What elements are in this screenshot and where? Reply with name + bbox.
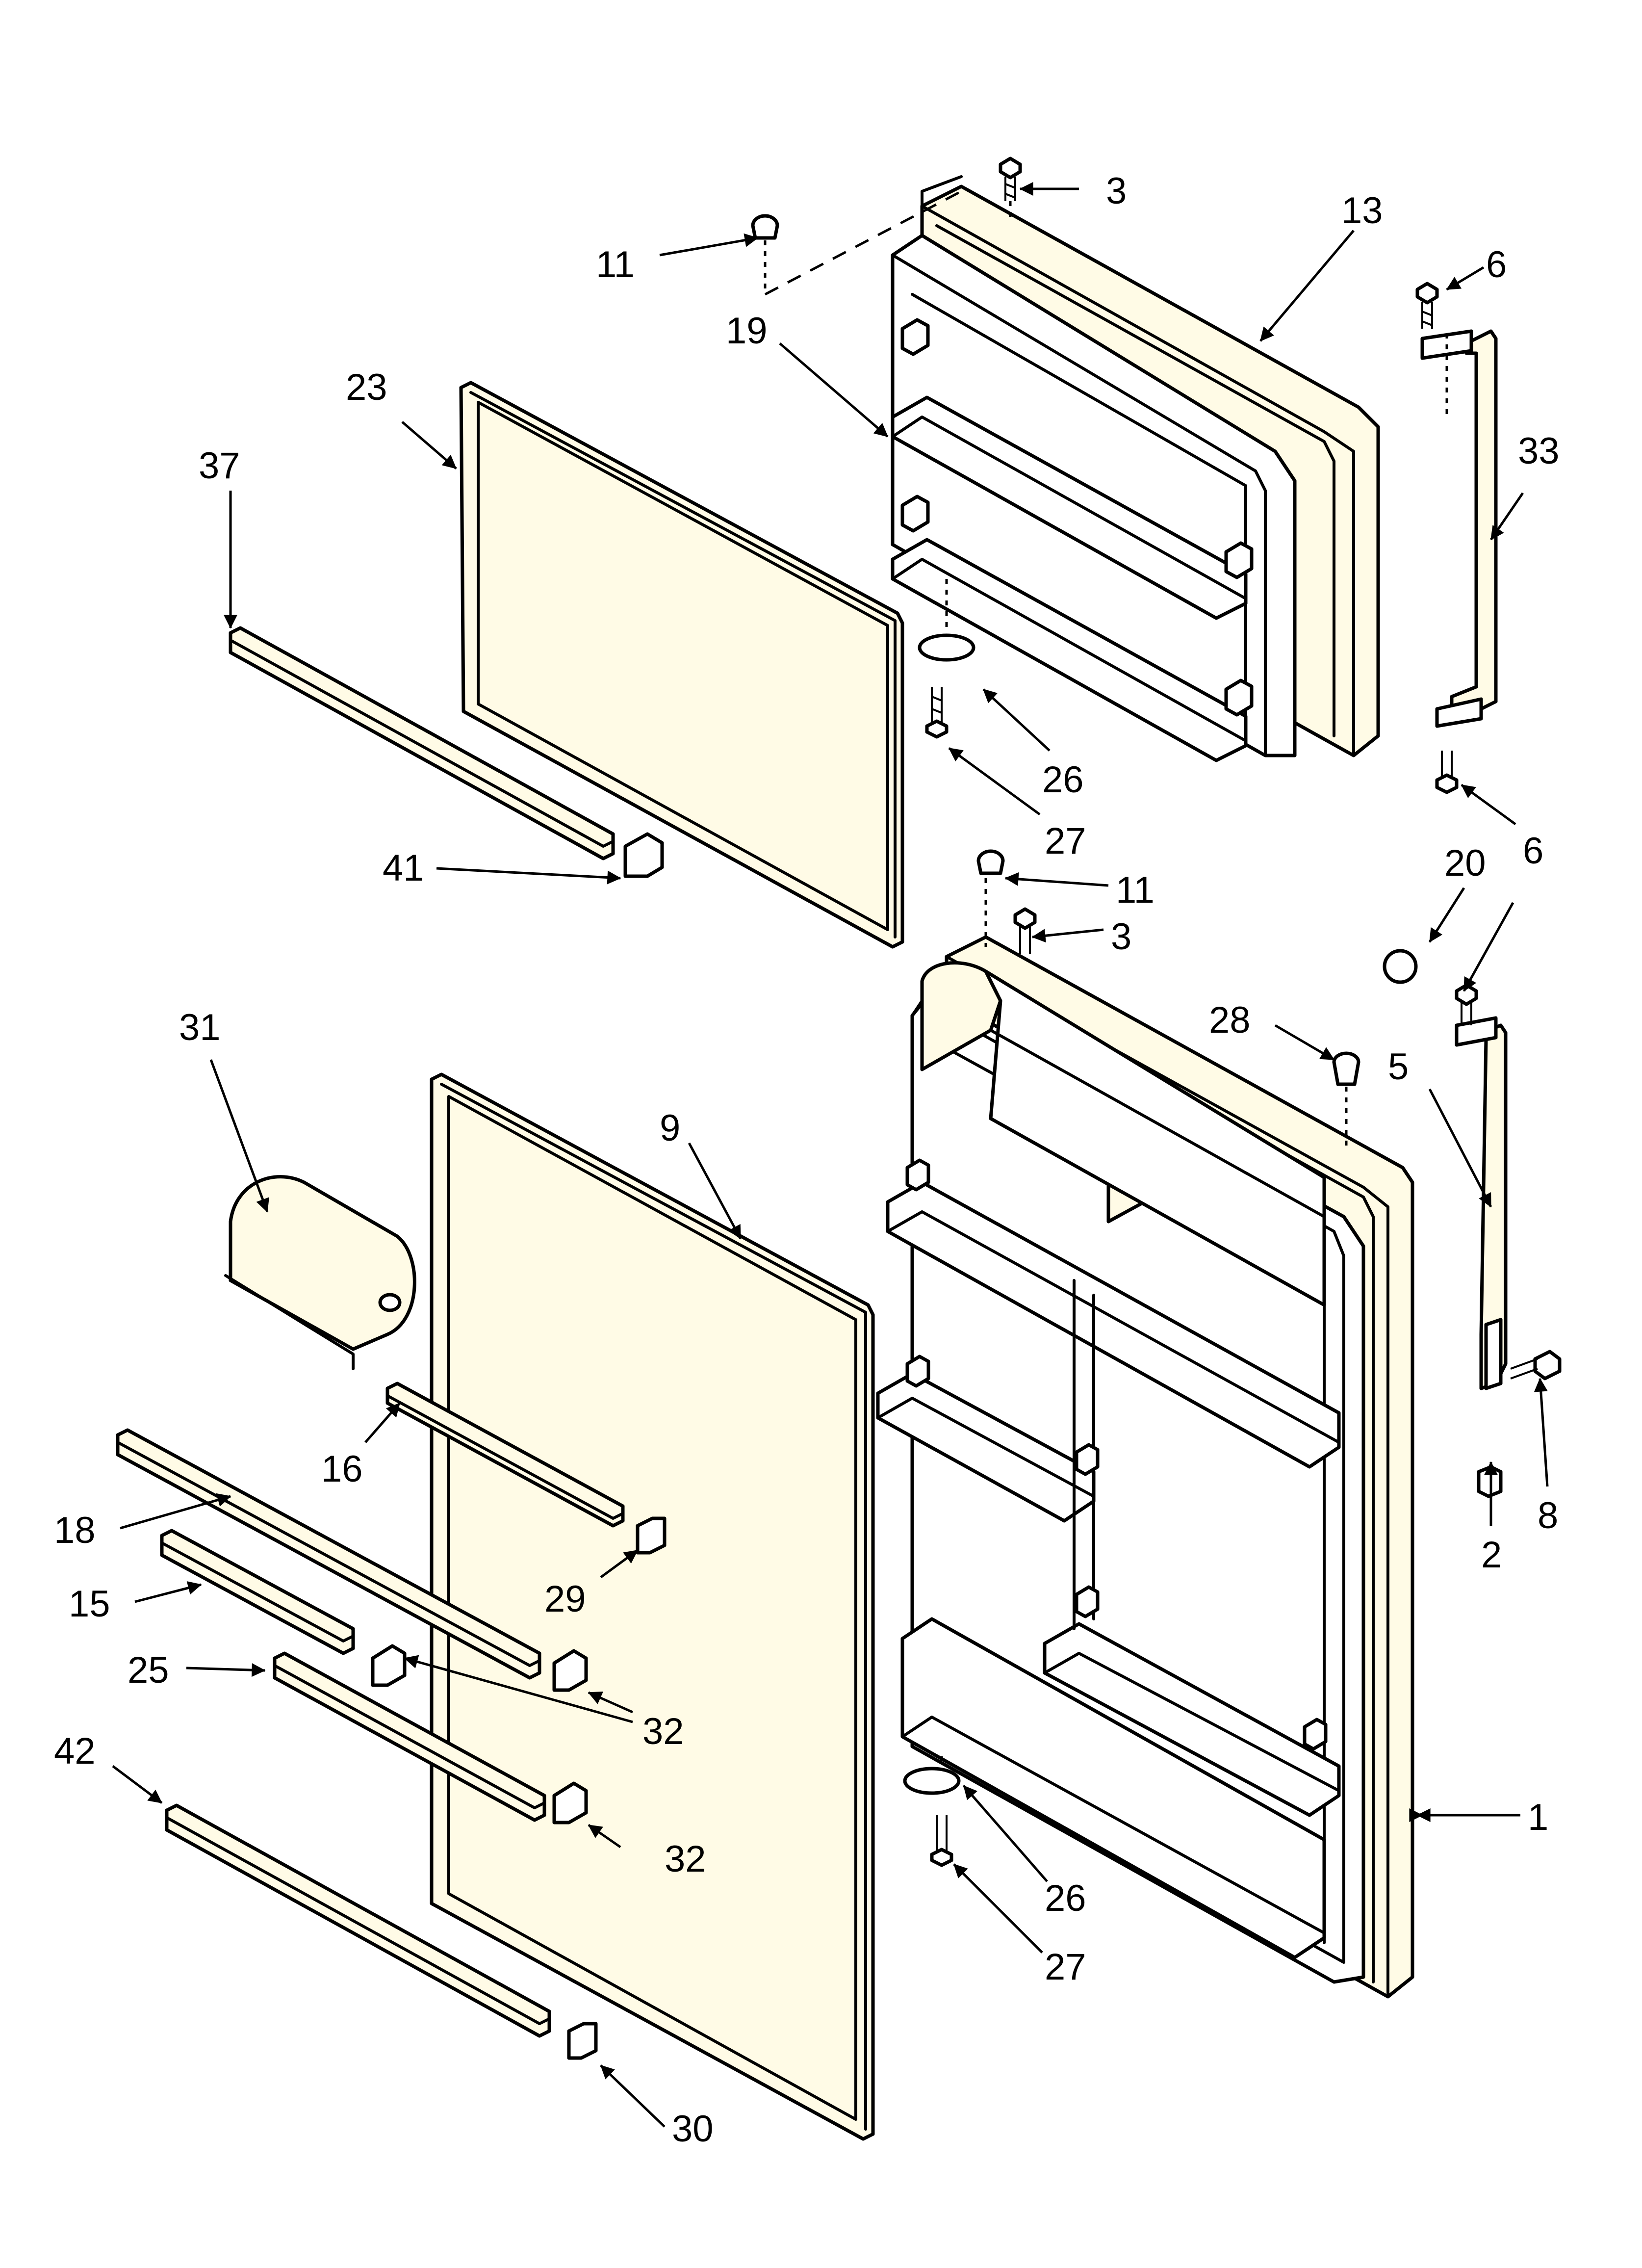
fresh-food-door [876, 935, 1414, 1999]
label-3-mid: 3 [1111, 916, 1131, 958]
label-18: 18 [54, 1510, 96, 1551]
label-6-mid: 6 [1523, 830, 1543, 872]
label-3-top: 3 [1106, 170, 1127, 212]
label-15: 15 [69, 1583, 110, 1625]
label-31: 31 [179, 1007, 221, 1048]
label-27-bottom: 27 [1045, 1946, 1086, 1988]
label-32-top: 32 [642, 1711, 684, 1752]
end-caps [371, 1465, 1503, 2060]
label-27-top: 27 [1045, 820, 1086, 862]
label-19: 19 [726, 310, 768, 352]
label-33: 33 [1518, 430, 1560, 472]
label-41: 41 [383, 847, 424, 889]
rail-25 [273, 1651, 546, 1822]
label-2: 2 [1481, 1534, 1502, 1576]
label-42: 42 [54, 1730, 96, 1772]
door-rail-37 [229, 626, 664, 878]
rail-18 [116, 1428, 541, 1680]
label-8: 8 [1538, 1495, 1558, 1537]
label-11-mid: 11 [1116, 869, 1155, 911]
label-1: 1 [1528, 1797, 1548, 1838]
label-26-bottom: 26 [1045, 1877, 1086, 1919]
label-6-top: 6 [1486, 244, 1507, 286]
leader-lines [112, 182, 1549, 2128]
callout-labels: 3 11 13 6 19 23 37 33 26 27 6 41 20 11 3… [54, 170, 1560, 2150]
label-25: 25 [128, 1649, 169, 1691]
label-13: 13 [1341, 190, 1383, 232]
label-9: 9 [660, 1107, 680, 1149]
fresh-food-gasket [430, 1072, 875, 2141]
top-hinge-33 [1420, 329, 1498, 728]
freezer-door [891, 175, 1380, 762]
label-23: 23 [346, 366, 387, 408]
label-26-top: 26 [1042, 759, 1084, 801]
assembly-lines [764, 190, 1448, 1766]
label-30: 30 [672, 2108, 714, 2150]
freezer-gasket [459, 381, 904, 949]
label-11-top: 11 [596, 244, 635, 286]
label-5: 5 [1388, 1046, 1409, 1088]
label-20: 20 [1444, 842, 1486, 884]
label-28: 28 [1209, 999, 1251, 1041]
dairy-door-31 [224, 1175, 416, 1370]
rail-15 [160, 1529, 355, 1655]
label-37: 37 [199, 445, 240, 487]
label-16: 16 [321, 1448, 363, 1490]
center-hinge-5 [1455, 1016, 1508, 1390]
rail-42 [165, 1803, 551, 2038]
label-29: 29 [544, 1578, 586, 1620]
label-32-bottom: 32 [665, 1838, 706, 1880]
